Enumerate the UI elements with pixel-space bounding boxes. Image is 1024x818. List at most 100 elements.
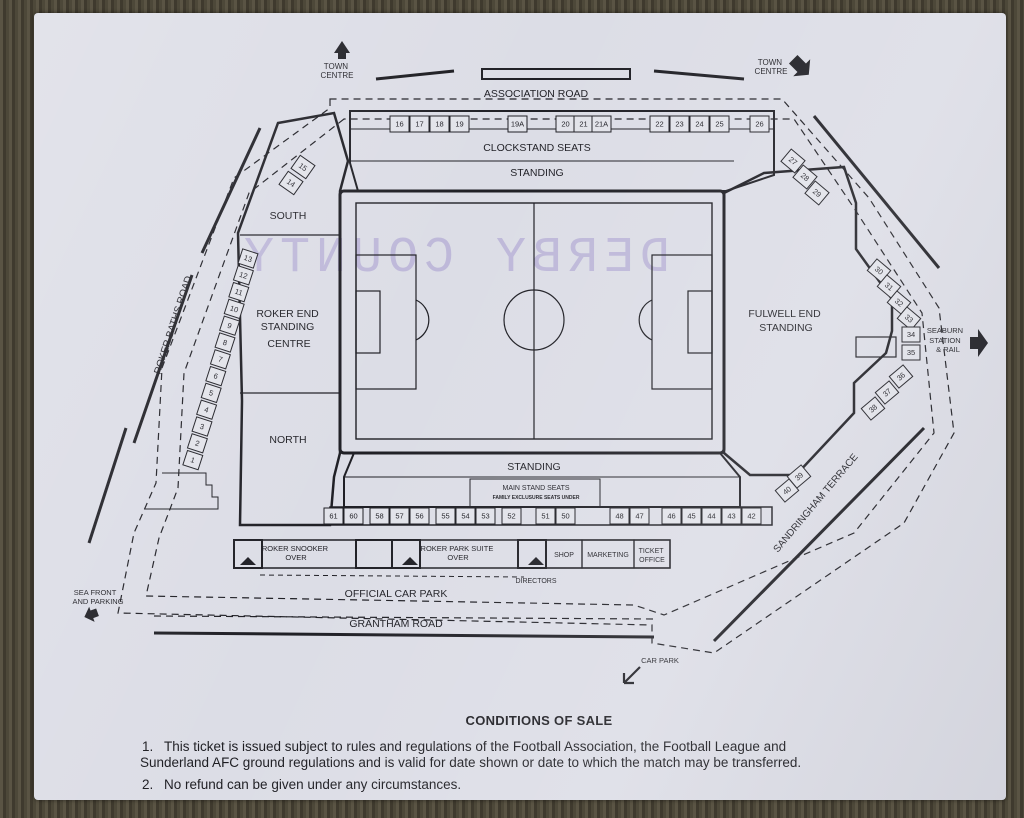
turnstile-53: 53: [475, 507, 496, 525]
turnstile-61: 61: [323, 507, 344, 525]
marketing-label: MARKETING: [587, 552, 629, 559]
fulwell-end-outline: [722, 165, 894, 477]
svg-text:24: 24: [695, 120, 703, 129]
svg-text:51: 51: [541, 512, 549, 521]
roker-baths-road-edge-2: [87, 427, 128, 544]
turnstile-21: 21: [573, 115, 594, 133]
association-road-label: ASSOCIATION ROAD: [484, 88, 589, 100]
official-car-park-label: OFFICIAL CAR PARK: [345, 588, 448, 600]
turnstile-19: 19: [449, 115, 470, 133]
svg-text:56: 56: [415, 512, 423, 521]
stamp-text: DERBY COUNTY: [238, 230, 670, 287]
right-goal-box: [687, 290, 713, 354]
svg-text:8: 8: [222, 338, 229, 348]
svg-text:54: 54: [461, 512, 469, 521]
svg-text:52: 52: [507, 512, 515, 521]
town-centre-left-arrow-icon: [334, 41, 350, 59]
sea-front-label: SEA FRONT AND PARKING: [72, 588, 123, 606]
svg-text:53: 53: [481, 512, 489, 521]
turnstile-14: 14: [278, 170, 304, 196]
svg-text:3: 3: [199, 422, 206, 432]
turnstile-23: 23: [669, 115, 690, 133]
turnstile-54: 54: [455, 507, 476, 525]
turnstile-5: 5: [200, 382, 222, 404]
svg-text:9: 9: [226, 321, 233, 331]
turnstile-7: 7: [209, 349, 231, 370]
condition-1: 1.This ticket is issued subject to rules…: [140, 739, 972, 771]
seaburn-label: SEABURN STATION & RAIL: [927, 326, 965, 354]
turnstile-29: 29: [804, 180, 830, 206]
association-road-block: [481, 68, 631, 80]
town-centre-right-arrow-icon: [788, 54, 811, 77]
sandringham-edge-2: [712, 426, 926, 643]
turnstile-42: 42: [741, 507, 762, 525]
turnstile-52: 52: [501, 507, 522, 525]
svg-text:2: 2: [194, 438, 201, 448]
stadium-map: DERBY COUNTY CLOCKSTAND SEATS STANDING S…: [72, 41, 988, 685]
svg-text:47: 47: [635, 512, 643, 521]
town-centre-left-label: TOWN CENTRE: [321, 62, 354, 80]
town-centre-right-label: TOWN CENTRE: [755, 58, 788, 76]
condition-2-number: 2.: [142, 777, 154, 792]
association-road-edge-right: [653, 69, 745, 81]
roker-baths-road-edge: [132, 127, 262, 444]
svg-text:1: 1: [189, 455, 196, 465]
perimeter-dashed: [117, 98, 955, 654]
svg-text:7: 7: [217, 354, 224, 364]
condition-2-text: No refund can be given under any circums…: [164, 777, 462, 792]
grantham-road-label: GRANTHAM ROAD: [349, 618, 443, 630]
condition-2: 2. No refund can be given under any circu…: [142, 777, 972, 793]
svg-text:50: 50: [561, 512, 569, 521]
turnstile-20: 20: [555, 115, 576, 133]
standing-bottom-label: STANDING: [507, 461, 560, 473]
left-goal-box: [355, 290, 381, 354]
svg-text:19: 19: [455, 120, 463, 129]
sandringham-edge: [812, 115, 941, 269]
turnstile-24: 24: [689, 115, 710, 133]
grantham-road-edge: [153, 631, 655, 639]
svg-text:60: 60: [349, 512, 357, 521]
turnstile-9: 9: [219, 315, 241, 336]
turnstile-2: 2: [186, 433, 208, 454]
conditions-title: CONDITIONS OF SALE: [465, 713, 613, 728]
roker-baths-road-label: ROKER BATHS ROAD: [153, 275, 195, 376]
directors-label: DIRECTORS: [515, 578, 556, 585]
clockstand-label: CLOCKSTAND SEATS: [483, 142, 591, 154]
ticket: DERBY COUNTY CLOCKSTAND SEATS STANDING S…: [34, 13, 1006, 800]
roker-snooker-label: ROKER SNOOKER OVER: [262, 544, 330, 562]
turnstile-6: 6: [205, 365, 227, 387]
turnstile-28: 28: [792, 164, 818, 190]
svg-text:5: 5: [208, 388, 215, 398]
car-park-label: CAR PARK: [641, 656, 679, 665]
turnstile-30: 30: [866, 258, 892, 283]
standing-top-label: STANDING: [510, 167, 563, 179]
association-road-edge: [375, 69, 455, 81]
turnstile-35: 35: [901, 344, 921, 361]
turnstile-21A: 21A: [591, 115, 612, 133]
svg-text:23: 23: [675, 120, 683, 129]
turnstile-56: 56: [409, 507, 430, 525]
svg-text:61: 61: [329, 512, 337, 521]
svg-text:26: 26: [755, 120, 763, 129]
roker-park-suite-label: ROKER PARK SUITE OVER: [421, 544, 496, 562]
turnstile-4: 4: [196, 399, 218, 420]
svg-text:21: 21: [579, 120, 587, 129]
svg-text:57: 57: [395, 512, 403, 521]
svg-text:25: 25: [715, 120, 723, 129]
turnstile-13: 13: [237, 248, 259, 269]
turnstile-50: 50: [555, 507, 576, 525]
turnstile-11: 11: [228, 281, 250, 303]
turnstile-15: 15: [290, 154, 316, 180]
svg-text:18: 18: [435, 120, 443, 129]
svg-text:55: 55: [441, 512, 449, 521]
svg-text:34: 34: [907, 330, 915, 339]
roker-end-label: ROKER END STANDING CENTRE: [256, 308, 321, 350]
svg-text:10: 10: [229, 303, 240, 314]
turnstile-1: 1: [182, 449, 204, 471]
svg-text:45: 45: [687, 512, 695, 521]
turnstile-33: 33: [896, 306, 922, 331]
